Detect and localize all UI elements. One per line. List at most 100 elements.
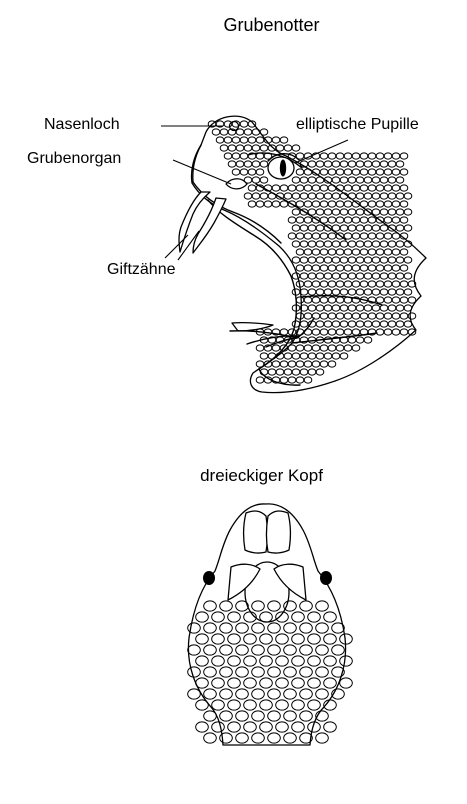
side-scale bbox=[404, 193, 412, 199]
side-scale bbox=[392, 153, 400, 159]
side-scale bbox=[376, 185, 384, 191]
side-scale bbox=[384, 169, 392, 175]
side-scale bbox=[392, 217, 400, 223]
side-scale bbox=[372, 161, 380, 167]
side-scale bbox=[340, 177, 348, 183]
side-scale bbox=[400, 201, 408, 207]
side-scale bbox=[372, 177, 380, 183]
side-scale bbox=[376, 201, 384, 207]
side-scale bbox=[392, 185, 400, 191]
side-scale bbox=[256, 361, 264, 367]
side-scale bbox=[272, 137, 280, 143]
side-scale bbox=[336, 153, 344, 159]
side-scale bbox=[360, 153, 368, 159]
top-view-scale bbox=[324, 722, 337, 732]
side-scale bbox=[400, 153, 408, 159]
fang-leader-line-1 bbox=[165, 235, 188, 258]
side-scale bbox=[396, 225, 404, 231]
side-scale bbox=[356, 177, 364, 183]
side-scale bbox=[400, 185, 408, 191]
side-scale bbox=[360, 201, 368, 207]
side-scale bbox=[352, 169, 360, 175]
side-scale bbox=[368, 201, 376, 207]
side-scale bbox=[388, 193, 396, 199]
side-scale bbox=[404, 225, 412, 231]
side-scale bbox=[360, 169, 368, 175]
side-scale bbox=[260, 353, 268, 359]
side-scale bbox=[396, 177, 404, 183]
side-scale bbox=[384, 185, 392, 191]
side-scale bbox=[352, 185, 360, 191]
side-scale bbox=[296, 153, 304, 159]
side-scale bbox=[396, 161, 404, 167]
top-view-scale bbox=[188, 689, 201, 699]
side-scale bbox=[380, 209, 388, 215]
side-scale bbox=[388, 161, 396, 167]
left-snout-scale bbox=[244, 511, 268, 553]
side-scale bbox=[272, 345, 280, 351]
side-scale bbox=[328, 169, 336, 175]
side-scale bbox=[400, 217, 408, 223]
side-scale bbox=[332, 177, 340, 183]
side-scale bbox=[368, 169, 376, 175]
top-view-scale bbox=[196, 700, 209, 710]
side-scale bbox=[340, 161, 348, 167]
side-scale bbox=[344, 169, 352, 175]
top-view-head bbox=[188, 504, 353, 745]
side-scale bbox=[392, 201, 400, 207]
side-scale bbox=[316, 161, 324, 167]
side-scale bbox=[384, 153, 392, 159]
side-scale bbox=[324, 161, 332, 167]
side-scale bbox=[372, 193, 380, 199]
left-eye-top-view bbox=[203, 571, 215, 585]
side-scale bbox=[376, 153, 384, 159]
lower-jaw-tip bbox=[232, 323, 273, 331]
side-scale bbox=[376, 169, 384, 175]
top-view-scale bbox=[340, 678, 353, 688]
right-snout-scale bbox=[267, 511, 291, 553]
side-scale bbox=[396, 209, 404, 215]
side-scale bbox=[356, 161, 364, 167]
side-scale bbox=[348, 177, 356, 183]
side-scale bbox=[368, 185, 376, 191]
side-scale bbox=[348, 193, 356, 199]
side-scale bbox=[352, 153, 360, 159]
side-view-head bbox=[161, 116, 426, 392]
side-scale bbox=[380, 161, 388, 167]
top-view-scale bbox=[204, 733, 217, 743]
side-scale bbox=[392, 169, 400, 175]
side-scale bbox=[292, 145, 300, 151]
side-scale bbox=[280, 137, 288, 143]
side-scale bbox=[344, 185, 352, 191]
side-scale bbox=[364, 161, 372, 167]
side-scale bbox=[364, 177, 372, 183]
side-scale bbox=[388, 177, 396, 183]
side-scale bbox=[284, 145, 292, 151]
side-scale bbox=[308, 161, 316, 167]
right-eye-top-view bbox=[320, 571, 332, 585]
side-scale bbox=[384, 201, 392, 207]
side-scale bbox=[380, 193, 388, 199]
side-scale bbox=[336, 169, 344, 175]
side-scale bbox=[328, 153, 336, 159]
side-scale bbox=[356, 193, 364, 199]
side-scale bbox=[348, 161, 356, 167]
top-view-scale bbox=[204, 711, 217, 721]
side-scale bbox=[344, 153, 352, 159]
side-scale bbox=[396, 193, 404, 199]
side-scale bbox=[364, 193, 372, 199]
side-scale bbox=[380, 177, 388, 183]
side-scale bbox=[384, 217, 392, 223]
elliptic-pupil-shape bbox=[280, 160, 286, 177]
side-scale bbox=[360, 185, 368, 191]
side-scale bbox=[368, 153, 376, 159]
side-scale bbox=[256, 345, 264, 351]
top-view-scale bbox=[316, 733, 329, 743]
side-scale bbox=[320, 153, 328, 159]
side-scale bbox=[320, 169, 328, 175]
side-scale bbox=[404, 209, 412, 215]
side-scale bbox=[260, 129, 268, 135]
side-scale bbox=[372, 209, 380, 215]
